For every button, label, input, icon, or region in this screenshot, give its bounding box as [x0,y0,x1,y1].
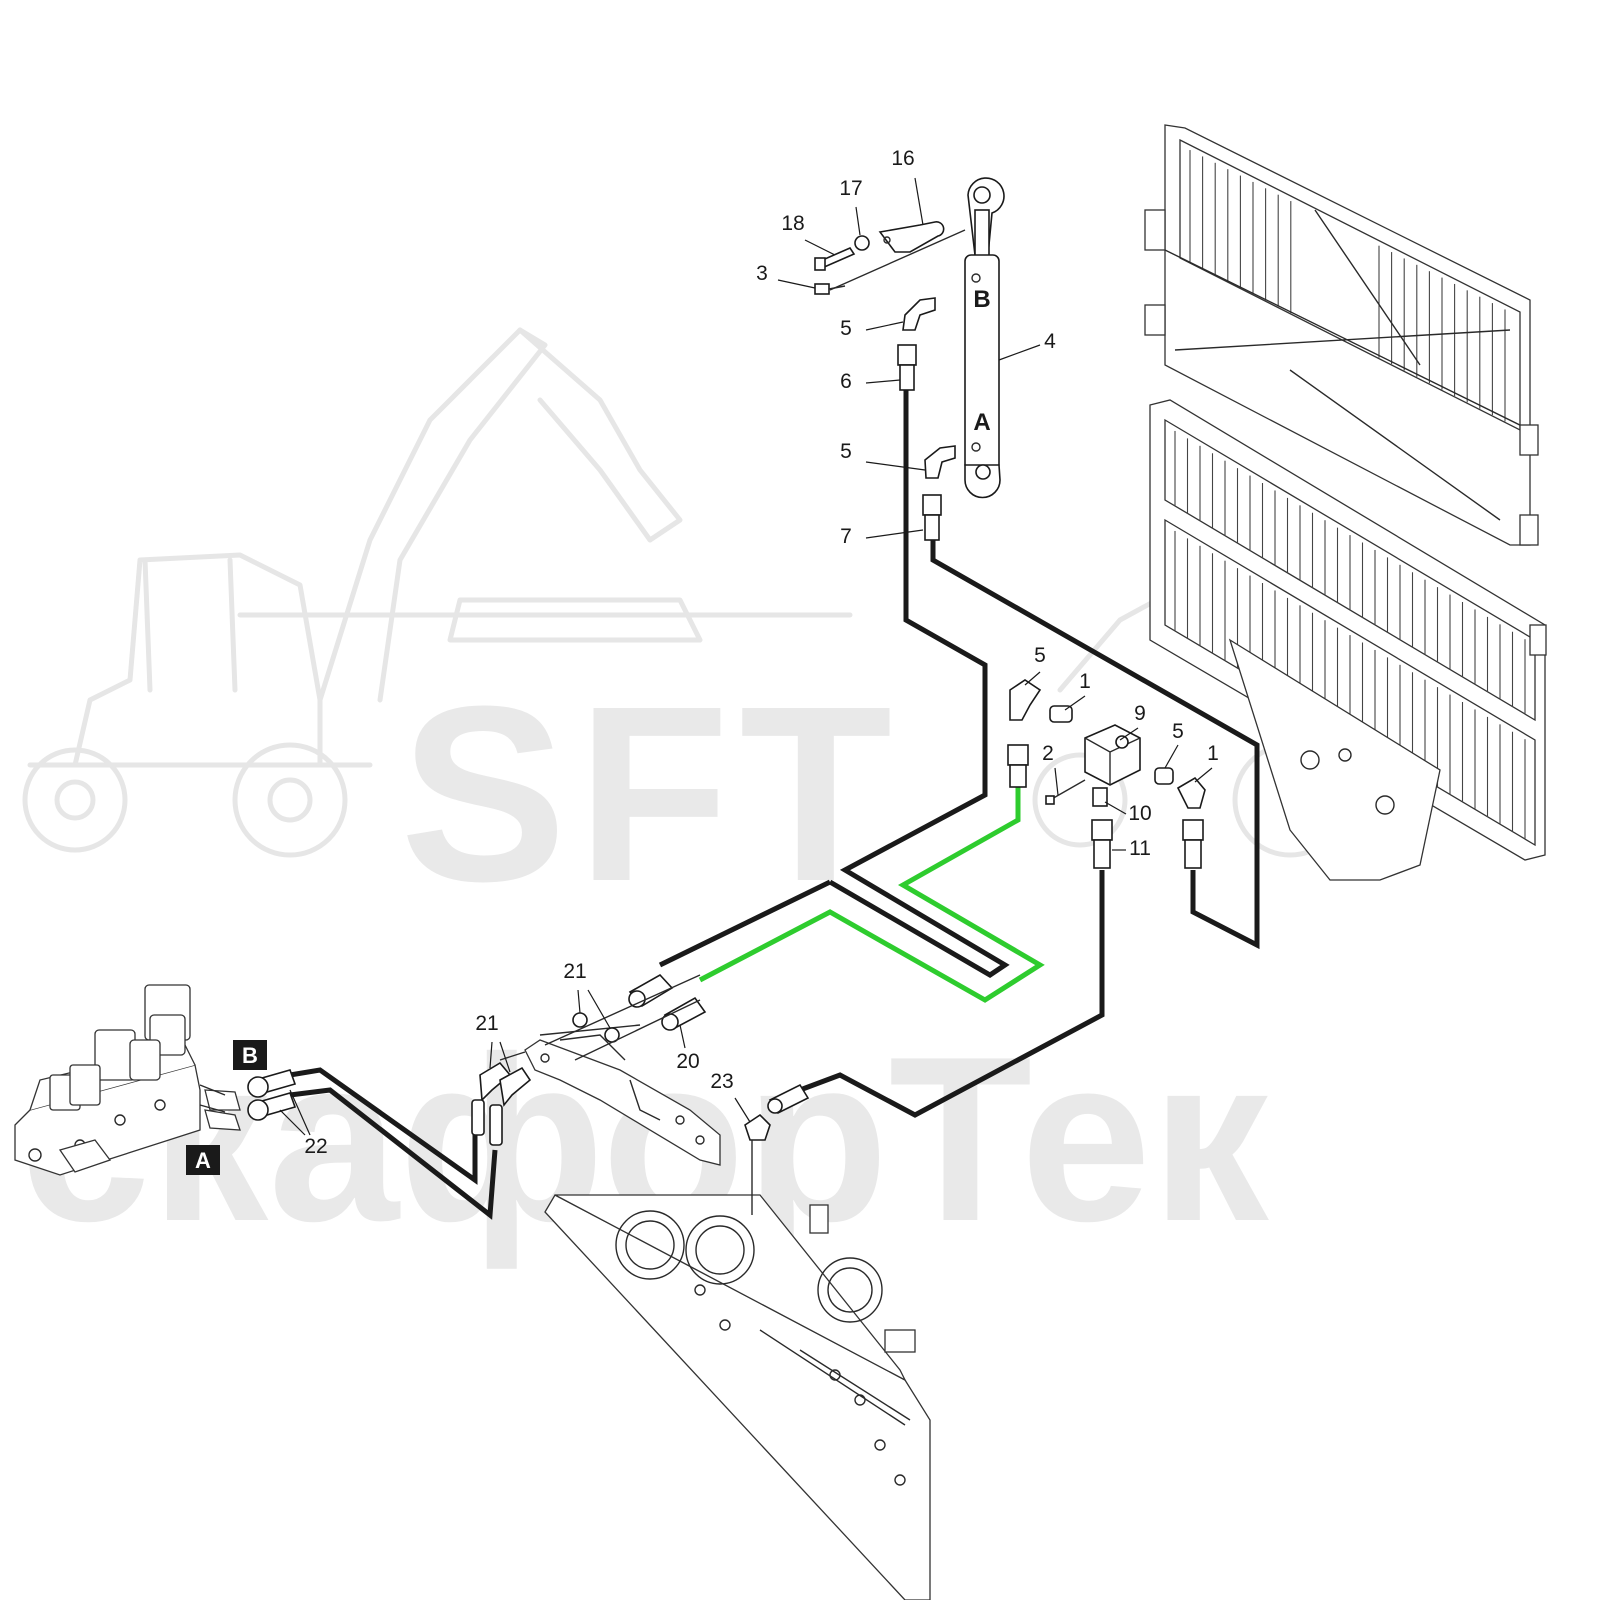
callout-c1b: 1 [1207,742,1219,765]
callout-c17: 17 [839,177,862,200]
leader-line-c10-0 [1104,801,1127,815]
leader-line-c22-1 [279,1109,306,1136]
callout-c22: 22 [304,1135,327,1158]
callout-c16: 16 [891,147,914,170]
leader-line-c23-0 [734,1097,751,1123]
gate-frame-upper [1144,124,1539,546]
callout-c2: 2 [1042,742,1054,765]
pin-axis-line [829,229,966,291]
leader-line-c6-0 [865,379,901,384]
washer [854,235,870,251]
hydraulic-cylinder: B A [964,177,1005,499]
hose-end-20-lower [661,996,707,1031]
leader-line-c5c-0 [1024,671,1041,686]
callout-c6: 6 [840,370,852,393]
callout-c5c: 5 [1034,644,1046,667]
hose-end-6 [897,344,917,391]
bulkhead-nut-upper [572,1012,588,1028]
leader-line-c7-0 [865,529,924,539]
callout-c18: 18 [781,212,804,235]
leader-line-c4-0 [998,344,1041,361]
long-bolt [1045,779,1086,805]
cylinder-port-a-label: A [973,409,990,436]
callout-c9: 9 [1134,702,1146,725]
leader-line-c1a-0 [1064,695,1086,711]
adapter-fitting-1-left [1049,705,1073,723]
leader-line-c17-0 [855,206,861,236]
callout-c5d: 5 [1172,720,1184,743]
gate-frame-lower [1149,399,1547,881]
adapter-fitting-1-right [1154,767,1174,785]
callout-c21b: 21 [475,1012,498,1035]
valve-port-b-box: B [233,1040,267,1070]
callout-c10: 10 [1128,802,1151,825]
hose-end-7 [922,494,942,541]
base-plate [544,1194,931,1600]
leader-line-c2-0 [1054,767,1059,796]
leader-lines [279,177,1213,1136]
callout-c20: 20 [676,1050,699,1073]
callout-c5b: 5 [840,440,852,463]
pivot-pin [878,221,945,253]
valve-port-a-label: A [195,1148,211,1173]
elbow-fitting-block-left [1009,679,1042,721]
hose-end-20-upper [628,973,674,1008]
leader-line-c5a-0 [865,321,904,331]
leader-line-c1b-0 [1194,767,1213,783]
mounting-bracket [499,1024,721,1166]
hose-end-left-block [1007,744,1029,788]
leader-line-c3-0 [777,279,816,289]
callout-c5a: 5 [840,317,852,340]
elbow-fitting-bottom [924,445,956,479]
leader-line-c22-0 [289,1089,311,1136]
leader-line-c5b-0 [865,461,926,471]
leader-line-c16-0 [914,177,924,226]
leader-line-c21b-1 [499,1041,511,1073]
elbow-fitting-block-right [1176,776,1206,809]
leader-line-c5d-0 [1164,744,1179,769]
highlighted-hose [698,785,1045,1003]
callout-c7: 7 [840,525,852,548]
leader-line-c18-0 [804,239,836,256]
hose-end-11 [1091,819,1113,869]
hose-end-22-upper [247,1069,297,1098]
hose-end-right-block [1182,819,1204,869]
leader-line-c20-0 [679,1024,686,1049]
callout-c3: 3 [756,262,768,285]
valve-port-a-box: A [186,1145,220,1175]
callout-c21a: 21 [563,960,586,983]
leader-line-c21a-0 [577,989,581,1014]
control-valve-block [14,984,241,1176]
valve-port-b-label: B [242,1043,258,1068]
hose-end-22-lower [247,1092,297,1121]
check-valve-block [1084,724,1141,786]
elbow-fitting-bracket-right [499,1066,532,1107]
callout-c4: 4 [1044,330,1056,353]
leader-line-c21a-1 [587,989,611,1029]
leader-line-c9-0 [1119,727,1139,741]
elbow-fitting-23 [744,1083,810,1215]
callout-c1a: 1 [1079,670,1091,693]
hose-ends-bracket [471,1099,503,1146]
bolt [814,246,856,271]
hoses [289,390,1260,1220]
nipple-fitting [1092,787,1108,807]
watermark-logo-text: SFT [400,654,902,933]
cylinder-port-b-label: B [973,286,990,313]
callout-c23: 23 [710,1070,733,1093]
callout-c11: 11 [1129,837,1151,860]
leader-line-c21b-0 [489,1041,493,1069]
elbow-fitting-top [902,297,936,331]
